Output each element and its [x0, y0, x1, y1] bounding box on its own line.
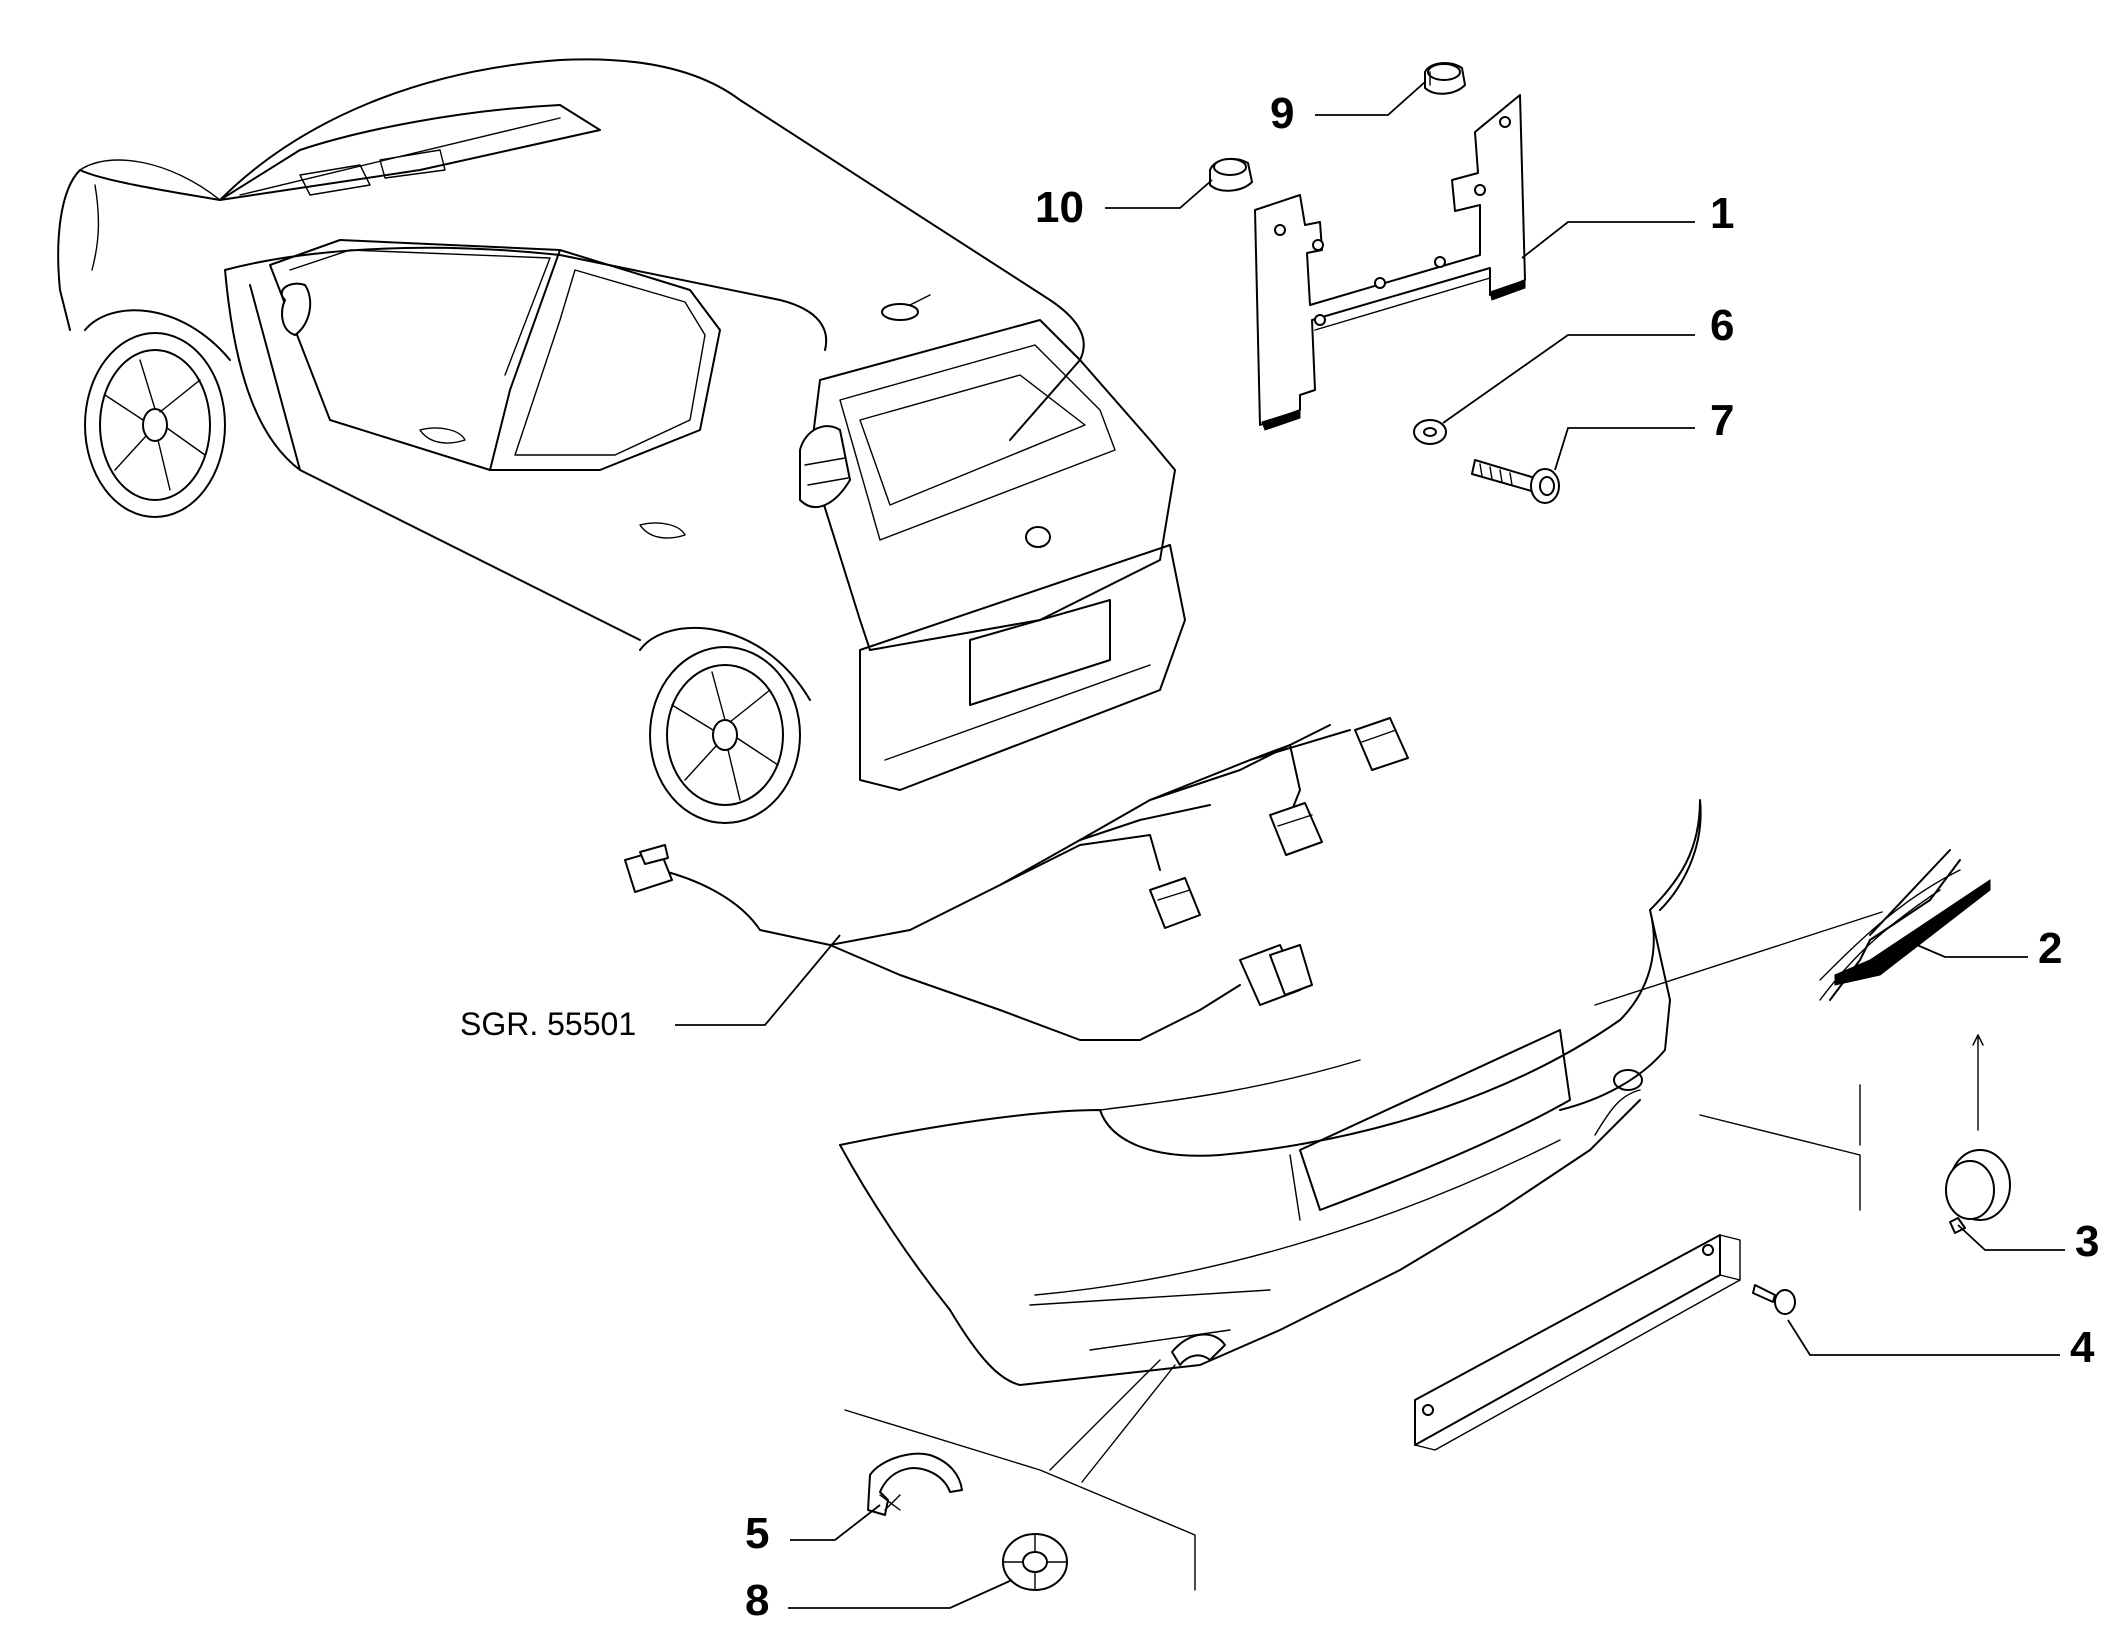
license-plate-mount [1414, 1234, 1741, 1451]
callout-2: 2 [2038, 924, 2062, 973]
wiring-harness [624, 717, 1409, 1041]
nut-10 [1209, 157, 1253, 192]
bolt-7 [1471, 459, 1560, 504]
callout-4: 4 [2070, 1323, 2095, 1372]
callout-10: 10 [1035, 183, 1084, 232]
nut-9 [1424, 62, 1466, 95]
sensor-ring-8 [1002, 1533, 1068, 1591]
callout-1: 1 [1710, 189, 1734, 238]
leader-lines [675, 81, 2065, 1609]
callout-6: 6 [1710, 301, 1734, 350]
front-wheel [84, 309, 231, 518]
car-illustration [57, 58, 1186, 824]
part-2-strip [1819, 849, 1991, 1001]
reference-sgr-55501: SGR. 55501 [460, 1006, 636, 1042]
mounting-bracket [1254, 94, 1526, 431]
callout-7: 7 [1710, 396, 1734, 445]
callout-5: 5 [745, 1509, 769, 1558]
rear-bumper [839, 799, 1702, 1386]
cap-3 [1945, 1034, 2011, 1234]
callout-labels: 9 10 1 6 7 2 3 4 5 8 SGR. 55501 [460, 89, 2099, 1625]
sensor-bracket-5 [867, 1452, 963, 1516]
callout-8: 8 [745, 1576, 769, 1625]
screw-4 [1752, 1284, 1796, 1315]
callout-9: 9 [1270, 89, 1294, 138]
callout-3: 3 [2075, 1217, 2099, 1266]
washer-6 [1413, 419, 1447, 445]
rear-wheel [639, 627, 811, 824]
